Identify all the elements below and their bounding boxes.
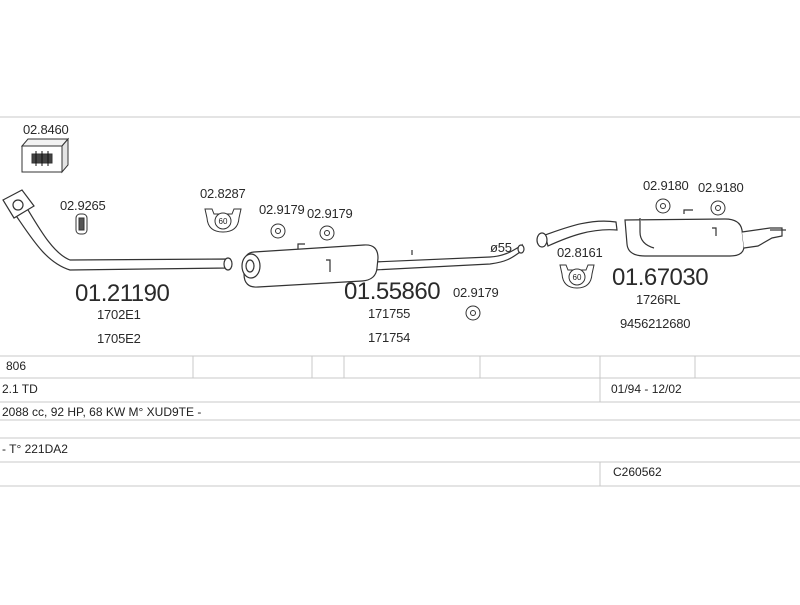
rear-silencer [536, 209, 786, 257]
rear-silencer-number: 01.67030 [612, 264, 709, 291]
hanger-c-icon [465, 305, 481, 321]
part-label-hanger-a: 02.9179 [259, 202, 305, 217]
hanger-e-icon [710, 200, 726, 216]
table-engine: 2.1 TD [2, 382, 38, 396]
hanger-b-icon [319, 225, 335, 241]
part-label-hanger-e: 02.9180 [698, 180, 744, 195]
mid-silencer [241, 243, 525, 288]
mid-silencer-ref-1: 171755 [368, 306, 411, 321]
pipe-diameter-label: ø55 [490, 240, 512, 255]
part-label-hanger-b: 02.9179 [307, 206, 353, 221]
clamp-rear-size: 60 [573, 273, 582, 282]
clamp-front-icon [75, 213, 88, 235]
part-label-hanger-d: 02.9180 [643, 178, 689, 193]
info-table-lines [0, 355, 800, 487]
front-pipe-ref-1: 1702E1 [97, 307, 141, 322]
table-spec: 2088 cc, 92 HP, 68 KW M° XUD9TE - [2, 405, 202, 419]
table-dates: 01/94 - 12/02 [611, 382, 682, 396]
mid-silencer-number: 01.55860 [344, 278, 441, 305]
part-label-mount-box: 02.8460 [23, 122, 69, 137]
part-label-hanger-c: 02.9179 [453, 285, 499, 300]
table-model: 806 [6, 359, 27, 373]
part-label-clamp-front: 02.9265 [60, 198, 106, 213]
mount-box-icon [20, 137, 70, 174]
clamp-a-size: 60 [219, 217, 228, 226]
hanger-a-icon [270, 223, 286, 239]
table-code: C260562 [613, 465, 662, 479]
front-pipe-number: 01.21190 [75, 280, 170, 307]
table-type: - T° 221DA2 [2, 442, 68, 456]
front-pipe-ref-2: 1705E2 [97, 331, 141, 346]
front-pipe [2, 189, 233, 271]
hanger-d-icon [655, 198, 671, 214]
part-label-clamp-a: 02.8287 [200, 186, 246, 201]
rear-silencer-ref-2: 9456212680 [620, 316, 691, 331]
mid-silencer-ref-2: 171754 [368, 330, 411, 345]
clamp-rear-icon: 60 [559, 264, 595, 289]
clamp-a-icon: 60 [204, 208, 242, 233]
part-label-clamp-rear: 02.8161 [557, 245, 603, 260]
rear-silencer-ref-1: 1726RL [636, 292, 681, 307]
